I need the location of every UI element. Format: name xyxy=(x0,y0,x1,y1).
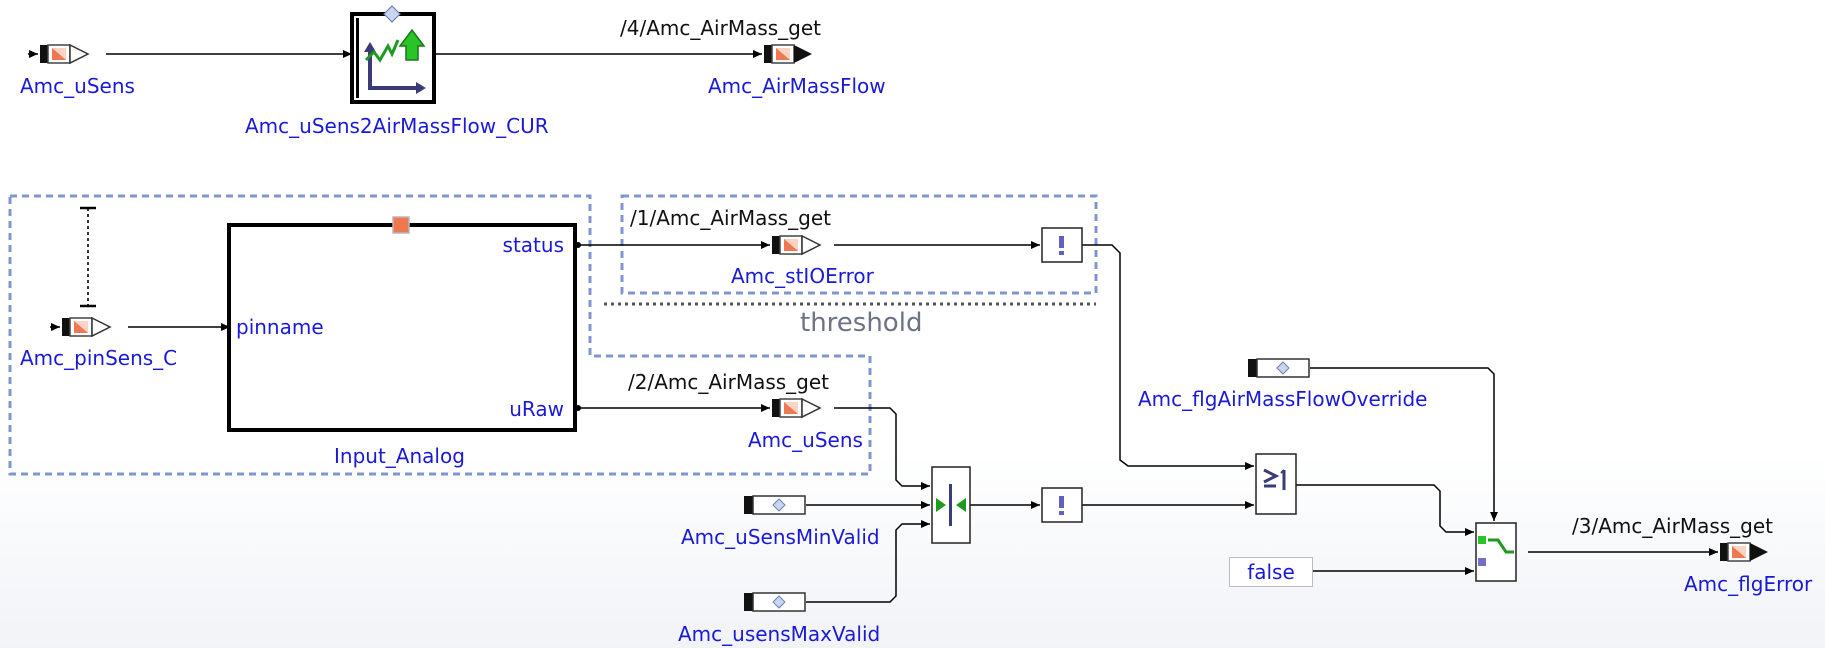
range-limit-icon[interactable] xyxy=(931,466,971,544)
or-operator-icon[interactable] xyxy=(1255,453,1297,515)
parameter-amc-usensminvalid[interactable] xyxy=(743,495,806,515)
switch-icon[interactable] xyxy=(1475,522,1517,582)
label-msg4: /4/Amc_AirMass_get xyxy=(620,16,822,40)
label-msg1: /1/Amc_AirMass_get xyxy=(630,206,832,230)
label-amc-usensminvalid: Amc_uSensMinValid xyxy=(681,525,880,549)
port-status: status xyxy=(502,233,564,257)
message-in-amc-stioerror[interactable] xyxy=(771,235,821,255)
label-msg2: /2/Amc_AirMass_get xyxy=(628,370,830,394)
label-amc-usensmaxvalid: Amc_usensMaxValid xyxy=(678,622,881,646)
curve-block-icon[interactable] xyxy=(350,5,436,104)
label-amc-flgairmassflowoverride: Amc_flgAirMassFlowOverride xyxy=(1138,387,1428,411)
port-uraw: uRaw xyxy=(509,397,564,421)
input-analog-block[interactable] xyxy=(227,216,577,432)
message-in-amc-pinsens-c[interactable] xyxy=(61,317,111,337)
label-amc-usens-top: Amc_uSens xyxy=(20,74,135,98)
message-out-amc-flgerror[interactable] xyxy=(1719,542,1769,562)
message-in-amc-usens[interactable] xyxy=(771,398,821,418)
label-threshold: threshold xyxy=(800,308,923,338)
label-amc-stioerror: Amc_stIOError xyxy=(731,264,874,288)
label-amc-airmassflow: Amc_AirMassFlow xyxy=(708,74,886,98)
not-operator-icon-2[interactable] xyxy=(1041,487,1083,523)
wires xyxy=(80,50,1718,603)
port-pinname: pinname xyxy=(236,315,324,339)
parameter-amc-usensmaxvalid[interactable] xyxy=(743,592,806,612)
label-msg3: /3/Amc_AirMass_get xyxy=(1572,514,1774,538)
label-amc-usens: Amc_uSens xyxy=(748,428,863,452)
group-outline-input xyxy=(8,194,872,476)
message-in-amc-usens-top[interactable] xyxy=(39,44,89,64)
label-input-analog: Input_Analog xyxy=(334,444,465,468)
not-operator-icon[interactable] xyxy=(1041,227,1083,263)
parameter-amc-flgairmassflowoverride[interactable] xyxy=(1247,358,1310,378)
label-curve-block: Amc_uSens2AirMassFlow_CUR xyxy=(245,114,549,138)
message-out-amc-airmassflow[interactable] xyxy=(763,44,813,64)
constant-false[interactable]: false xyxy=(1229,557,1313,587)
label-amc-pinsens-c: Amc_pinSens_C xyxy=(20,346,178,370)
label-amc-flgerror: Amc_flgError xyxy=(1684,572,1813,596)
